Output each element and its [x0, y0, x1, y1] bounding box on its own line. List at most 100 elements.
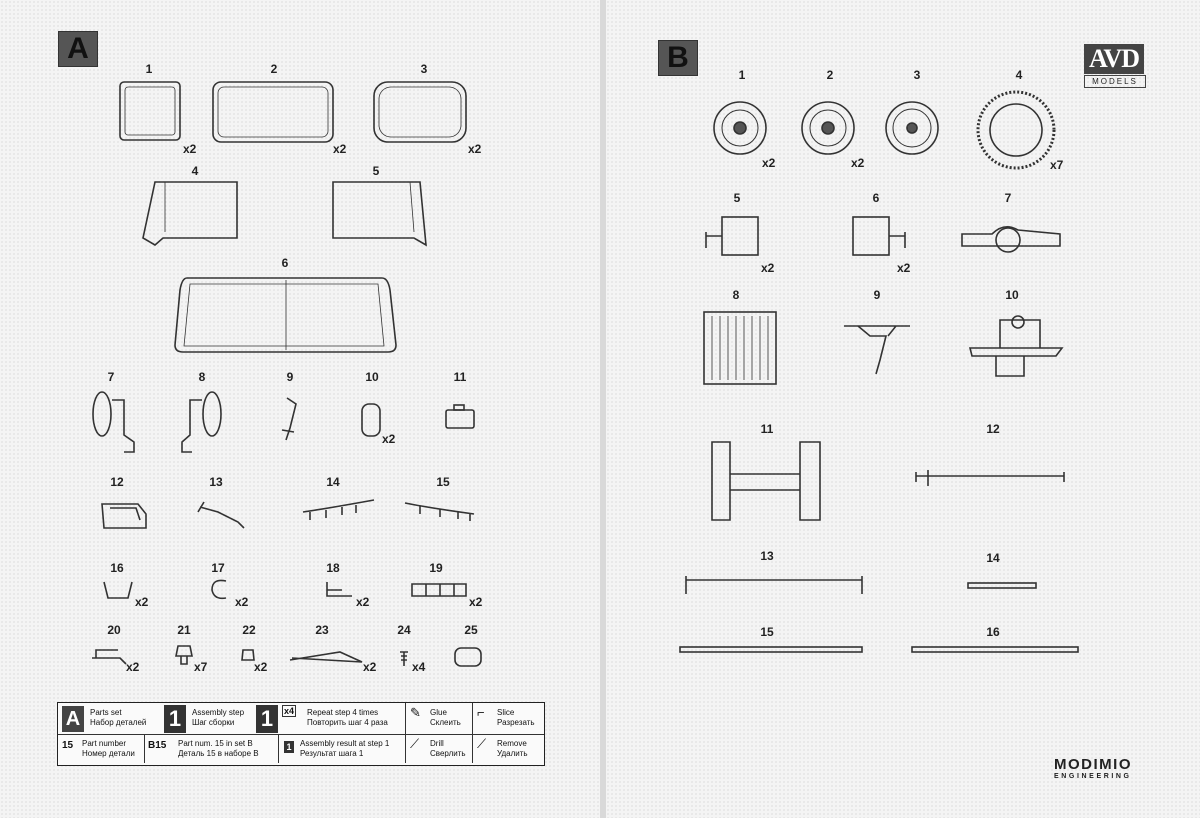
part-a20-qty: x2	[126, 660, 140, 674]
part-b2-number: 2	[826, 68, 834, 82]
part-a10-qty: x2	[382, 432, 396, 446]
drill-icon: ⟋	[410, 736, 420, 751]
section-b-badge: B	[658, 40, 698, 76]
legend-slice-ru: Разрезать	[497, 718, 535, 727]
legend-repeat-en: Repeat step 4 times	[307, 708, 379, 717]
part-a6-windshield	[174, 277, 397, 353]
part-a7-number: 7	[107, 370, 115, 384]
part-b1-wheel	[713, 101, 767, 155]
glue-icon: ✎	[410, 705, 421, 720]
part-a9-handle	[281, 397, 297, 441]
part-b4-number: 4	[1015, 68, 1023, 82]
part-b2-wheel	[801, 101, 855, 155]
legend-assembly-step-en: Assembly step	[192, 708, 245, 717]
part-a24-bolt	[400, 651, 408, 666]
legend-glue-en: Glue	[430, 708, 447, 717]
part-b5-mirror	[721, 216, 759, 256]
legend-remove-ru: Удалить	[497, 749, 528, 758]
part-a13-number: 13	[209, 475, 223, 489]
part-a15-number: 15	[436, 475, 450, 489]
part-a15-strip	[404, 502, 475, 521]
section-b-label: B	[667, 41, 689, 74]
part-b11-number: 11	[760, 422, 774, 436]
part-b4-tire	[976, 90, 1056, 170]
part-a8-number: 8	[198, 370, 206, 384]
part-a25-number: 25	[464, 623, 478, 637]
legend-divider	[472, 703, 473, 763]
part-a13-rod	[197, 501, 245, 529]
part-a14-strip	[302, 499, 375, 520]
part-b14-strip	[967, 582, 1037, 589]
part-b16-strip	[911, 646, 1079, 653]
part-b3-number: 3	[913, 68, 921, 82]
legend-part-number-en: Part number	[82, 739, 127, 748]
legend-parts-set-ru: Набор деталей	[90, 718, 147, 727]
part-a12-number: 12	[110, 475, 124, 489]
part-b11-frame	[711, 441, 821, 521]
part-a23-number: 23	[315, 623, 329, 637]
part-a18-latch	[326, 582, 352, 597]
part-b15-strip	[679, 646, 863, 653]
part-a1-qty: x2	[183, 142, 197, 156]
part-a10-number: 10	[365, 370, 379, 384]
part-b12-number: 12	[986, 422, 1000, 436]
part-a3-window	[373, 81, 467, 143]
part-b8-number: 8	[732, 288, 740, 302]
avd-models-logo: AVD MODELS	[1084, 44, 1146, 90]
part-a16-qty: x2	[135, 595, 149, 609]
part-a25-lens	[454, 647, 482, 667]
legend-slice-en: Slice	[497, 708, 515, 717]
part-a1-window	[119, 81, 181, 141]
part-a17-number: 17	[211, 561, 225, 575]
legend-assembly-step-symbol: 1	[164, 705, 186, 733]
legend-repeat-ru: Повторить шаг 4 раза	[307, 718, 388, 727]
legend-repeat-symbol: 1	[256, 705, 278, 733]
legend-parts-set-en: Parts set	[90, 708, 122, 717]
legend-result-en: Assembly result at step 1	[300, 739, 390, 748]
part-a22-qty: x2	[254, 660, 268, 674]
part-b13-number: 13	[760, 549, 774, 563]
part-a17-hook	[211, 579, 227, 600]
part-a2-number: 2	[270, 62, 278, 76]
part-b10-number: 10	[1005, 288, 1019, 302]
part-a16-number: 16	[110, 561, 124, 575]
part-b13-rod	[685, 576, 863, 594]
part-a1-number: 1	[145, 62, 153, 76]
legend-row-divider	[58, 734, 544, 735]
modimio-logo-sub: ENGINEERING	[1054, 773, 1132, 780]
part-b5-qty: x2	[761, 261, 775, 275]
legend-repeat-count: x4	[282, 705, 297, 717]
part-a20-handle	[92, 649, 127, 665]
part-b9-number: 9	[873, 288, 881, 302]
part-a11-number: 11	[453, 370, 467, 384]
part-a22-number: 22	[242, 623, 256, 637]
part-b6-qty: x2	[897, 261, 911, 275]
page-parts-b	[606, 0, 1200, 818]
page-parts-a	[0, 0, 600, 818]
section-a-badge: A	[58, 31, 98, 67]
part-a24-qty: x4	[412, 660, 426, 674]
part-a24-number: 24	[397, 623, 411, 637]
avd-logo-sub: MODELS	[1084, 75, 1146, 88]
part-b7-axle	[961, 226, 1061, 247]
avd-logo-main: AVD	[1084, 44, 1144, 74]
part-a18-number: 18	[326, 561, 340, 575]
part-a19-number: 19	[429, 561, 443, 575]
part-b7-number: 7	[1004, 191, 1012, 205]
part-a19-qty: x2	[469, 595, 483, 609]
legend-result-symbol: 1	[284, 741, 294, 753]
part-b2-qty: x2	[851, 156, 865, 170]
part-a6-number: 6	[281, 256, 289, 270]
part-a4-window	[142, 181, 238, 246]
part-a8-mirror	[202, 391, 222, 437]
part-a23-wiper	[289, 651, 363, 663]
part-a19-lights	[411, 583, 467, 597]
part-b5-number: 5	[733, 191, 741, 205]
part-a3-number: 3	[420, 62, 428, 76]
part-a5-number: 5	[372, 164, 380, 178]
part-a17-qty: x2	[235, 595, 249, 609]
section-a-label: A	[67, 32, 89, 65]
part-b15-number: 15	[760, 625, 774, 639]
part-b6-number: 6	[872, 191, 880, 205]
